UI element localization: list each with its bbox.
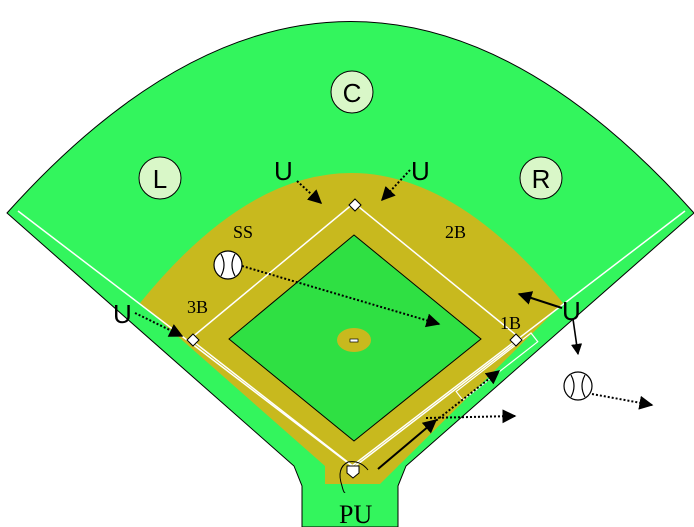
- arrow-umpire-to-second-left: [296, 180, 323, 204]
- baseball-icon: [563, 371, 593, 401]
- arrow-umpire-to-second-right: [381, 169, 411, 202]
- plate-umpire-path: [339, 461, 369, 493]
- shortstop-label: SS: [233, 222, 253, 242]
- left-fielder-circle: [138, 156, 182, 200]
- runners-lane: [455, 332, 539, 401]
- second-base: [348, 198, 362, 212]
- arrow-umpire-down: [571, 318, 583, 356]
- arrow-umpire-to-first-area: [517, 291, 563, 309]
- second-base-label: 2B: [445, 222, 466, 242]
- arrow-foul-ball-right: [591, 393, 654, 410]
- umpire-left-line-label: U: [113, 299, 132, 329]
- umpire-first-line-label: U: [562, 296, 581, 326]
- home-plate: [346, 465, 360, 479]
- third-base-label: 3B: [187, 297, 208, 317]
- first-base-label: 1B: [500, 313, 521, 333]
- third-base: [186, 333, 200, 347]
- left-fielder-label: L: [153, 164, 167, 194]
- umpire-second-right-label: U: [411, 156, 430, 186]
- third-base-foul-line: [17, 210, 353, 467]
- arrow-plate-umpire-up: [377, 419, 438, 470]
- baseball-icon: [213, 250, 243, 280]
- center-fielder-circle: [330, 70, 374, 114]
- pitchers-rubber: [349, 338, 359, 343]
- right-fielder-circle: [519, 156, 563, 200]
- first-base: [509, 333, 523, 347]
- arrow-umpire-to-third: [134, 312, 184, 337]
- arrow-batter-right: [425, 409, 517, 424]
- right-fielder-label: R: [532, 164, 551, 194]
- center-fielder-label: C: [343, 78, 362, 108]
- plate-umpire-label: PU: [339, 500, 372, 527]
- umpire-second-left-label: U: [274, 156, 293, 186]
